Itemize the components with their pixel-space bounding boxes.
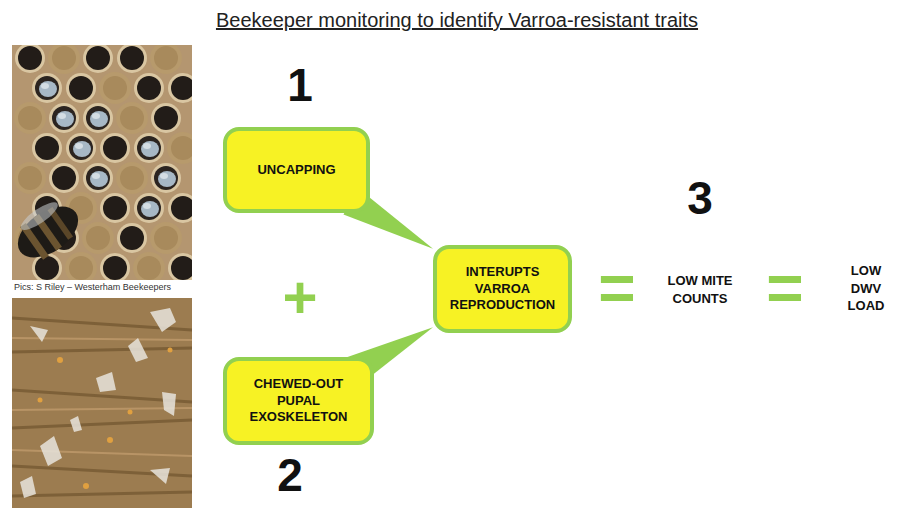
plus-sign: + xyxy=(270,268,330,328)
exoskeleton-fragments xyxy=(20,308,176,498)
floor-photo xyxy=(12,298,192,508)
callout-number: 2 xyxy=(260,452,320,498)
box-text: INTERUPTS VARROA REPRODUCTION xyxy=(445,264,560,315)
diagram-title: Beekeeper monitoring to identify Varroa-… xyxy=(0,9,914,32)
pollen-dots xyxy=(38,348,173,490)
bee xyxy=(12,192,87,268)
box-text: UNCAPPING xyxy=(257,162,335,179)
comb-photo xyxy=(12,45,192,280)
callout-box: CHEWED-OUT PUPAL EXOSKELETON xyxy=(223,357,374,445)
callout-number: 3 xyxy=(670,175,730,221)
callout-box: INTERUPTS VARROA REPRODUCTION xyxy=(433,245,572,333)
equals-sign: = xyxy=(587,256,647,320)
result-text: LOW MITE COUNTS xyxy=(648,272,752,307)
equals-sign: = xyxy=(755,256,815,320)
callout-box: UNCAPPING xyxy=(223,127,370,213)
result-text: LOW DWV LOAD xyxy=(838,262,894,315)
box-text: CHEWED-OUT PUPAL EXOSKELETON xyxy=(235,376,362,427)
callout-number: 1 xyxy=(270,62,330,108)
photo-credit: Pics: S Riley – Westerham Beekeepers xyxy=(14,283,192,292)
